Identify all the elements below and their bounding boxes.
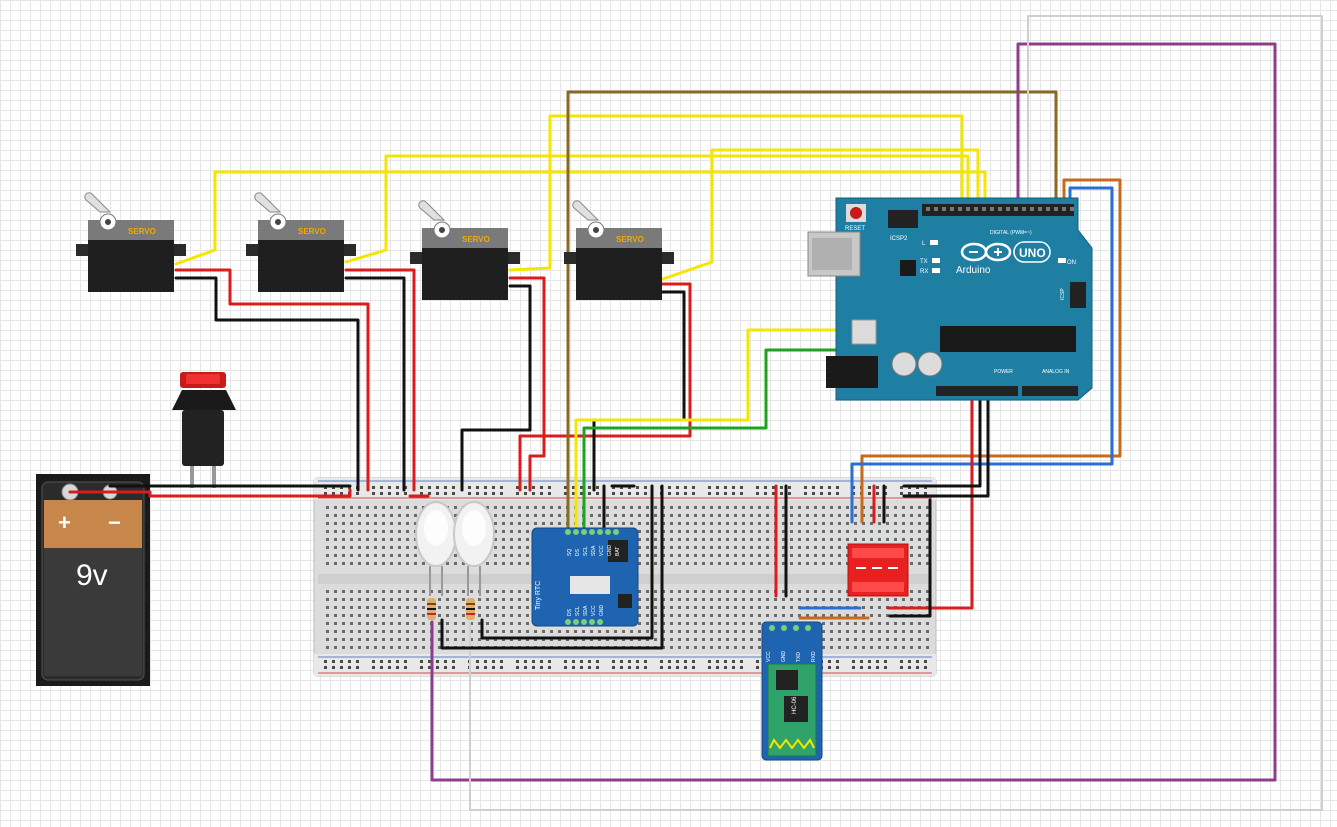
servo-horn bbox=[254, 192, 282, 213]
battery-9v: + − 9v bbox=[36, 474, 150, 686]
wire-red-servo1 bbox=[174, 268, 370, 492]
servo-label: SERVO bbox=[616, 235, 644, 244]
rtc-top-pin-6: BAT bbox=[615, 547, 621, 556]
rtc-top-pin-0: SQ bbox=[567, 549, 573, 556]
wire-black-rail bbox=[888, 498, 932, 618]
rtc-bottom-pin-3: VCC bbox=[591, 605, 597, 616]
servo-2: SERVO bbox=[246, 192, 356, 292]
wires bbox=[68, 15, 1323, 811]
arduino-brand-label: Arduino bbox=[956, 265, 991, 276]
arduino-icsp2-label: ICSP2 bbox=[890, 236, 908, 242]
servos: SERVO SERVO SERVO SERVO bbox=[76, 192, 674, 300]
led-rx-label: RX bbox=[920, 269, 928, 275]
servo-4: SERVO bbox=[564, 200, 674, 300]
bt-pin-vcc: VCC bbox=[766, 651, 772, 662]
wire-black-servo1 bbox=[174, 276, 360, 492]
push-button bbox=[172, 372, 236, 488]
rtc-bottom-pin-4: GND bbox=[599, 605, 605, 617]
wire-red-battery bbox=[68, 488, 352, 498]
tiny-rtc-module: Tiny RTC bbox=[531, 527, 639, 627]
wire-yellow-servo3 bbox=[508, 114, 964, 272]
rtc-bottom-pin-0: DS bbox=[567, 608, 573, 616]
resistor-2 bbox=[466, 598, 475, 620]
wire-purple bbox=[430, 42, 1277, 782]
wire-blue bbox=[850, 186, 1114, 524]
rtc-top-pin-1: DS bbox=[575, 548, 581, 556]
arduino-uno: RESET ICSP2 DIGITAL (PWM=~) Arduino UNO … bbox=[807, 197, 1093, 401]
arduino-logo bbox=[960, 242, 1012, 262]
battery-minus-label: − bbox=[108, 510, 121, 535]
wire-black-gnd1 bbox=[902, 388, 982, 488]
arduino-reset-label: RESET bbox=[845, 226, 865, 232]
arduino-analog-label: ANALOG IN bbox=[1042, 369, 1070, 375]
wire-red-5v bbox=[886, 388, 974, 610]
bluetooth-module: HC-06 bbox=[761, 621, 823, 761]
battery-plus-label: + bbox=[58, 510, 71, 535]
bluetooth-pin-labels: VCC GND TXD RXD bbox=[766, 651, 817, 663]
rtc-bottom-pin-2: SDA bbox=[583, 605, 589, 616]
bt-pin-txd: TXD bbox=[796, 652, 802, 662]
bt-pin-rxd: RXD bbox=[811, 651, 817, 662]
servo-label: SERVO bbox=[128, 227, 156, 236]
wire-black-led-return2 bbox=[480, 484, 654, 640]
wire-yellow-servo4 bbox=[658, 148, 980, 282]
servo-1: SERVO bbox=[76, 192, 186, 292]
bt-pin-gnd: GND bbox=[781, 651, 787, 663]
servo-label: SERVO bbox=[298, 227, 326, 236]
wire-gray bbox=[469, 15, 1323, 811]
rtc-pin-labels: SQ DS SCL SDA VCC GND BAT DS SCL SDA VCC… bbox=[567, 545, 621, 617]
arduino-power-label: POWER bbox=[994, 369, 1013, 375]
wire-red-servo4 bbox=[518, 282, 692, 492]
wire-yellow-servo2 bbox=[344, 154, 970, 264]
led-2 bbox=[453, 501, 495, 596]
wire-black-led-return bbox=[440, 484, 664, 650]
wire-red-servo3 bbox=[508, 276, 546, 492]
arduino-model-label: UNO bbox=[1019, 246, 1046, 260]
servo-horn bbox=[84, 192, 112, 213]
rtc-label: Tiny RTC bbox=[535, 581, 542, 610]
arduino-icsp-label: ICSP bbox=[1060, 288, 1066, 300]
led-l-label: L bbox=[922, 241, 926, 247]
wire-black-gnd2 bbox=[902, 388, 990, 498]
rtc-bottom-pin-1: SCL bbox=[575, 606, 581, 616]
servo-horn bbox=[418, 200, 446, 221]
wire-black-servo3 bbox=[460, 284, 532, 492]
wire-red-servo2 bbox=[344, 268, 416, 492]
wire-black-servo2 bbox=[344, 276, 406, 492]
rtc-top-pin-5: GND bbox=[607, 545, 613, 557]
wire-orange bbox=[860, 178, 1122, 524]
rtc-top-pin-3: SDA bbox=[591, 545, 597, 556]
led-on-label: ON bbox=[1067, 260, 1076, 266]
led-1 bbox=[415, 501, 457, 596]
rtc-top-pin-2: SCL bbox=[583, 546, 589, 556]
resistor-1 bbox=[427, 598, 436, 620]
bluetooth-chip-label: HC-06 bbox=[792, 696, 798, 714]
servo-label: SERVO bbox=[462, 235, 490, 244]
wire-brown bbox=[566, 90, 1058, 532]
level-shifter bbox=[847, 543, 909, 597]
led-tx-label: TX bbox=[920, 259, 928, 265]
battery-voltage-label: 9v bbox=[76, 559, 108, 592]
arduino-digital-label: DIGITAL (PWM=~) bbox=[990, 230, 1032, 236]
servo-horn bbox=[572, 200, 600, 221]
servo-3: SERVO bbox=[410, 200, 520, 300]
wire-black-servo4 bbox=[592, 290, 686, 492]
wire-yellow-servo1 bbox=[174, 170, 987, 266]
rtc-top-pin-4: VCC bbox=[599, 545, 605, 556]
